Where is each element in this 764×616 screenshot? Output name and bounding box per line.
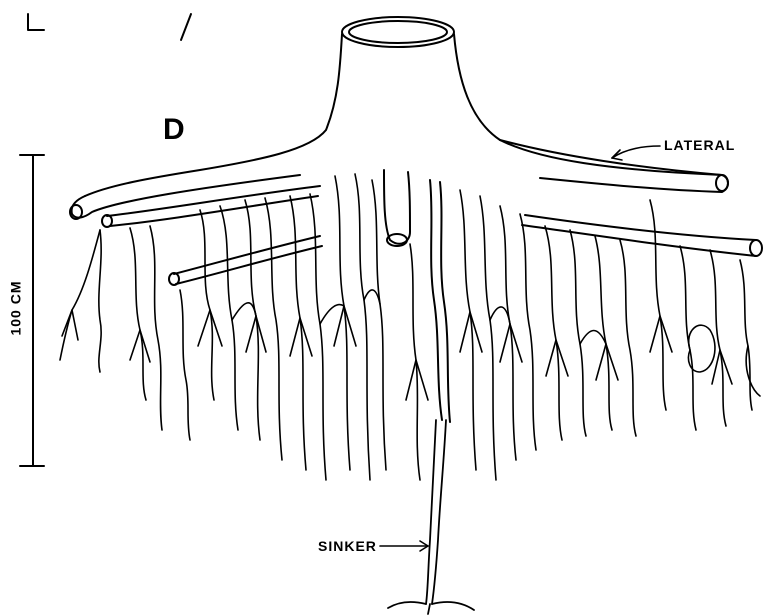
scale-bar bbox=[20, 155, 44, 466]
lateral-roots bbox=[70, 140, 762, 422]
panel-letter: D bbox=[163, 113, 186, 147]
main-sinker-root bbox=[388, 420, 474, 614]
previous-panel-fragment bbox=[28, 14, 191, 40]
lateral-leader-line bbox=[612, 146, 660, 158]
annotation-leaders bbox=[380, 146, 660, 551]
lateral-label: LATERAL bbox=[664, 137, 735, 153]
tree-trunk bbox=[85, 17, 722, 196]
sinker-label: SINKER bbox=[318, 538, 377, 554]
scale-label: 100 CM bbox=[8, 280, 24, 335]
